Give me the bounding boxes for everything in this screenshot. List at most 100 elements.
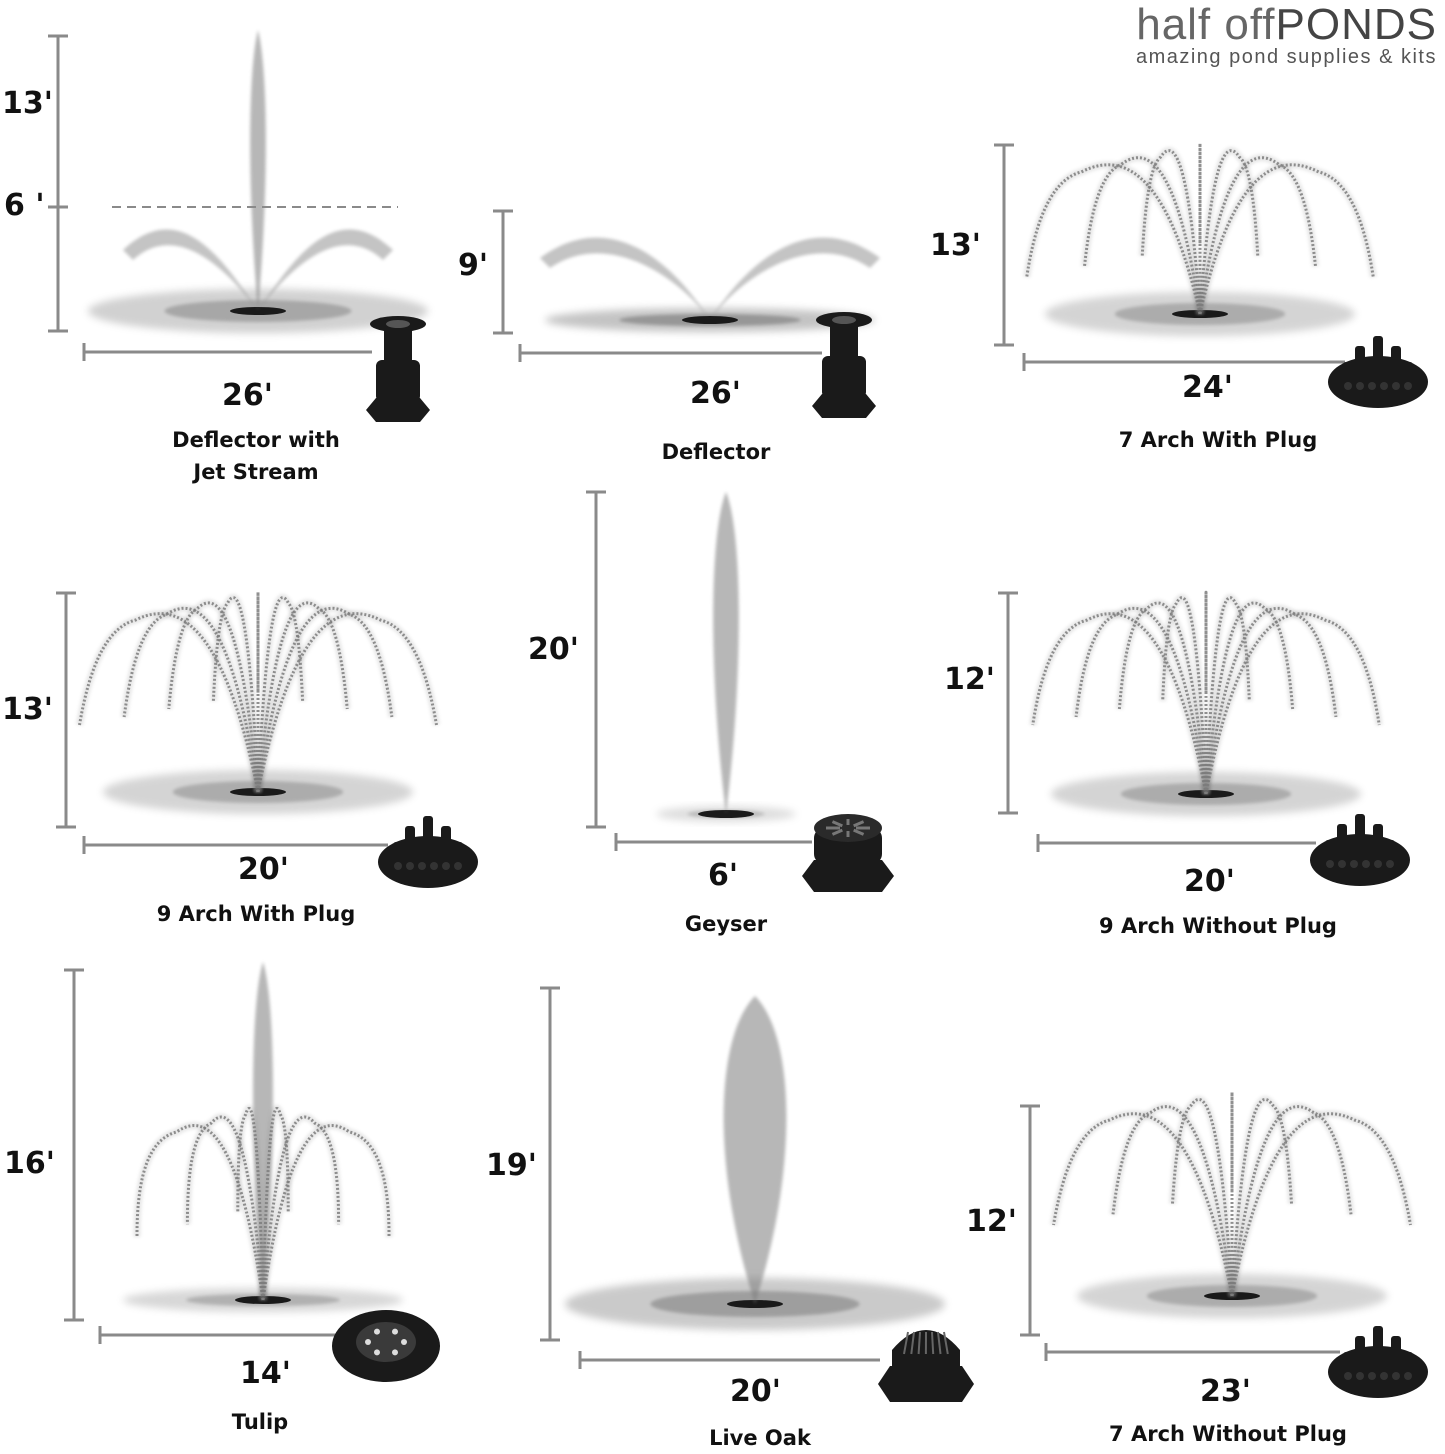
nozzle-port <box>430 862 438 870</box>
nozzle-name: Live Oak <box>650 1422 870 1454</box>
nozzle-port <box>1326 860 1334 868</box>
nozzle-tube <box>1355 814 1365 846</box>
nozzle-port <box>1356 382 1364 390</box>
nozzle-slot <box>919 1332 920 1354</box>
spray-arch-mist <box>1027 165 1200 314</box>
nozzle-port <box>1392 382 1400 390</box>
nozzle-port <box>401 1339 407 1345</box>
spray-graphic-arch <box>1020 1092 1428 1398</box>
spray-arch-mist <box>124 608 258 792</box>
spray-graphic-arch <box>56 592 478 888</box>
nozzle-name: Geyser <box>616 908 836 940</box>
multi-jet-nozzle-icon <box>1328 336 1428 408</box>
nozzle-opening <box>832 316 856 324</box>
spray-arch-mist <box>258 608 392 792</box>
width-label: 20' <box>730 1374 781 1409</box>
multi-jet-nozzle-icon <box>378 816 478 888</box>
nozzle-port <box>392 1329 398 1335</box>
jet-stream-spray <box>250 30 266 311</box>
spray-arch-mist <box>1054 1114 1233 1296</box>
height-label: 13' <box>2 86 53 121</box>
height-label: 12' <box>944 662 995 697</box>
nozzle-body <box>376 360 420 402</box>
spray-arch-mist <box>1232 1114 1411 1296</box>
width-label: 26' <box>690 376 741 411</box>
spray-arch <box>1200 165 1373 314</box>
width-label: 20' <box>1184 864 1235 899</box>
multi-jet-nozzle-icon <box>1310 814 1410 886</box>
nozzle-port <box>374 1349 380 1355</box>
nozzle-port <box>1380 1372 1388 1380</box>
nozzle-name: Tulip <box>150 1406 370 1438</box>
nozzle-tube <box>1363 358 1373 386</box>
height-label: 13' <box>930 228 981 263</box>
nozzle-port <box>1344 382 1352 390</box>
live-oak-nozzle-icon <box>878 1330 974 1402</box>
nozzle-tube <box>413 838 423 866</box>
nozzle-tube <box>1383 1348 1393 1376</box>
nozzle-port <box>1368 1372 1376 1380</box>
nozzle-name: 7 Arch With Plug <box>1088 424 1348 456</box>
spray-graphic-arch <box>998 592 1410 886</box>
tulip-nozzle-icon <box>332 1310 440 1382</box>
mid-height-label: 6 ' <box>4 188 45 223</box>
nozzle-slot <box>932 1332 933 1354</box>
nozzle-name: 9 Arch Without Plug <box>1078 910 1358 942</box>
nozzle-port <box>1350 860 1358 868</box>
nozzle-tube <box>1345 836 1355 864</box>
nozzle-name: Deflector with Jet Stream <box>146 424 366 488</box>
nozzle-tube <box>433 838 443 866</box>
height-label: 9' <box>458 248 488 283</box>
nozzle-opening <box>386 320 410 328</box>
nozzle-tube <box>1363 1348 1373 1376</box>
multi-jet-nozzle-icon <box>1328 1326 1428 1398</box>
deflector-nozzle-icon <box>366 316 430 422</box>
nozzle-port <box>1344 1372 1352 1380</box>
spray-arch-mist <box>187 1117 263 1300</box>
width-label: 14' <box>240 1356 291 1391</box>
height-label: 12' <box>966 1204 1017 1239</box>
geyser-nozzle-icon <box>802 814 894 892</box>
nozzle-port <box>1404 382 1412 390</box>
nozzle-port <box>418 862 426 870</box>
spray-graphic-deflector-jet <box>48 30 430 422</box>
nozzle-port <box>442 862 450 870</box>
height-label: 13' <box>2 692 53 727</box>
nozzle-hex-base <box>802 860 894 892</box>
nozzle-hex-base <box>878 1366 974 1402</box>
nozzle-port <box>1404 1372 1412 1380</box>
nozzle-port <box>365 1339 371 1345</box>
spray-graphic-tulip <box>64 962 440 1382</box>
spray-arch-mist <box>263 1117 339 1300</box>
nozzle-port <box>1386 860 1394 868</box>
spray-arch-mist <box>1206 608 1336 794</box>
nozzle-name-line1: Deflector with <box>146 424 366 456</box>
spray-arch-mist <box>1076 608 1206 794</box>
nozzle-name-line2: Jet Stream <box>146 456 366 488</box>
nozzle-port <box>1380 382 1388 390</box>
nozzle-port <box>392 1349 398 1355</box>
nozzle-top <box>814 814 882 842</box>
spray-arch-mist <box>1200 165 1373 314</box>
nozzle-neck <box>384 324 412 362</box>
nozzle-name: 9 Arch With Plug <box>126 898 386 930</box>
nozzle-tube <box>1383 358 1393 386</box>
nozzle-name: 7 Arch Without Plug <box>1088 1418 1368 1450</box>
height-label: 16' <box>4 1146 55 1181</box>
live-oak-column <box>724 996 787 1304</box>
spray-graphic-geyser <box>586 492 894 892</box>
nozzle-tube <box>1373 1326 1383 1358</box>
nozzle-neck <box>830 320 858 358</box>
height-label: 19' <box>486 1148 537 1183</box>
spray-graphic-live-oak <box>540 988 974 1402</box>
nozzle-name: Deflector <box>606 436 826 468</box>
spray-graphic-deflector <box>493 211 880 418</box>
nozzle-port <box>1362 860 1370 868</box>
height-label: 20' <box>528 632 579 667</box>
nozzle-port <box>454 862 462 870</box>
nozzle-port <box>1374 860 1382 868</box>
width-label: 26' <box>222 378 273 413</box>
nozzle-port <box>406 862 414 870</box>
nozzle-port <box>1392 1372 1400 1380</box>
